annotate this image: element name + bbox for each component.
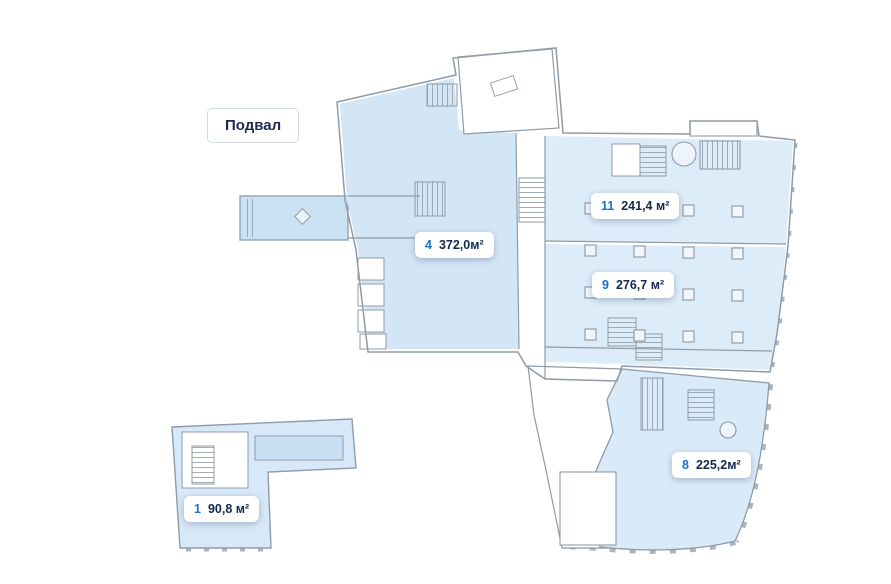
unit-area: 225,2м² [695,458,741,472]
unit-badge-8[interactable]: 8 225,2м² [672,452,751,478]
corridor-strip [254,435,344,461]
stairs-hatch [191,445,215,485]
unit-badge-9[interactable]: 9 276,7 м² [592,272,675,298]
unit-badge-11[interactable]: 11 241,4 м² [591,193,680,219]
stairs-hatches [414,83,715,431]
fixture-marker [489,75,519,97]
unit-area: 241,4 м² [621,199,670,213]
unit-area: 276,7 м² [615,278,665,292]
interior-walls [348,132,787,379]
stairs-hatch [243,199,255,237]
unit-number: 1 [194,502,201,516]
floor-selector[interactable]: Подвал [207,108,300,143]
unit-area: 372,0м² [438,238,484,252]
shaft-marker [294,208,311,225]
corridor-arm [239,195,349,241]
unit-number: 8 [682,458,689,472]
subroom [559,471,617,546]
unit-number: 11 [601,199,615,213]
floor-label-text: Подвал [225,117,282,134]
unit-number: 9 [602,278,609,292]
unit-number: 4 [425,238,432,252]
building-outline-stroke [336,47,796,382]
room-11-shape[interactable] [545,136,793,244]
building-1 [171,418,357,549]
unit-badge-1[interactable]: 1 90,8 м² [184,496,260,522]
unit-badge-4[interactable]: 4 372,0м² [415,232,494,258]
annex-topright [671,120,758,170]
unit-area: 90,8 м² [207,502,250,516]
